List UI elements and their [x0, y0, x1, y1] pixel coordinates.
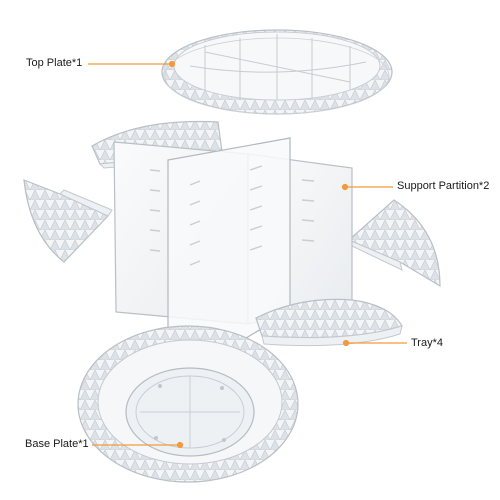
leader-dot-top-plate: [168, 60, 176, 68]
label-top-plate: Top Plate*1: [26, 57, 83, 69]
label-support-partition: Support Partition*2: [397, 180, 490, 192]
tray-upper-right: [347, 199, 441, 288]
top-plate: [161, 29, 393, 115]
leader-dot-base-plate: [176, 441, 184, 449]
tray-middle-left: [23, 179, 113, 263]
leader-dot-tray: [342, 339, 350, 347]
label-base-plate: Base Plate*1: [25, 438, 89, 450]
base-plate: [77, 325, 299, 483]
label-tray: Tray*4: [411, 337, 443, 349]
leader-dot-support-partition: [341, 183, 349, 191]
tray-lower-right: [255, 298, 403, 347]
leader-lines: [88, 60, 407, 449]
